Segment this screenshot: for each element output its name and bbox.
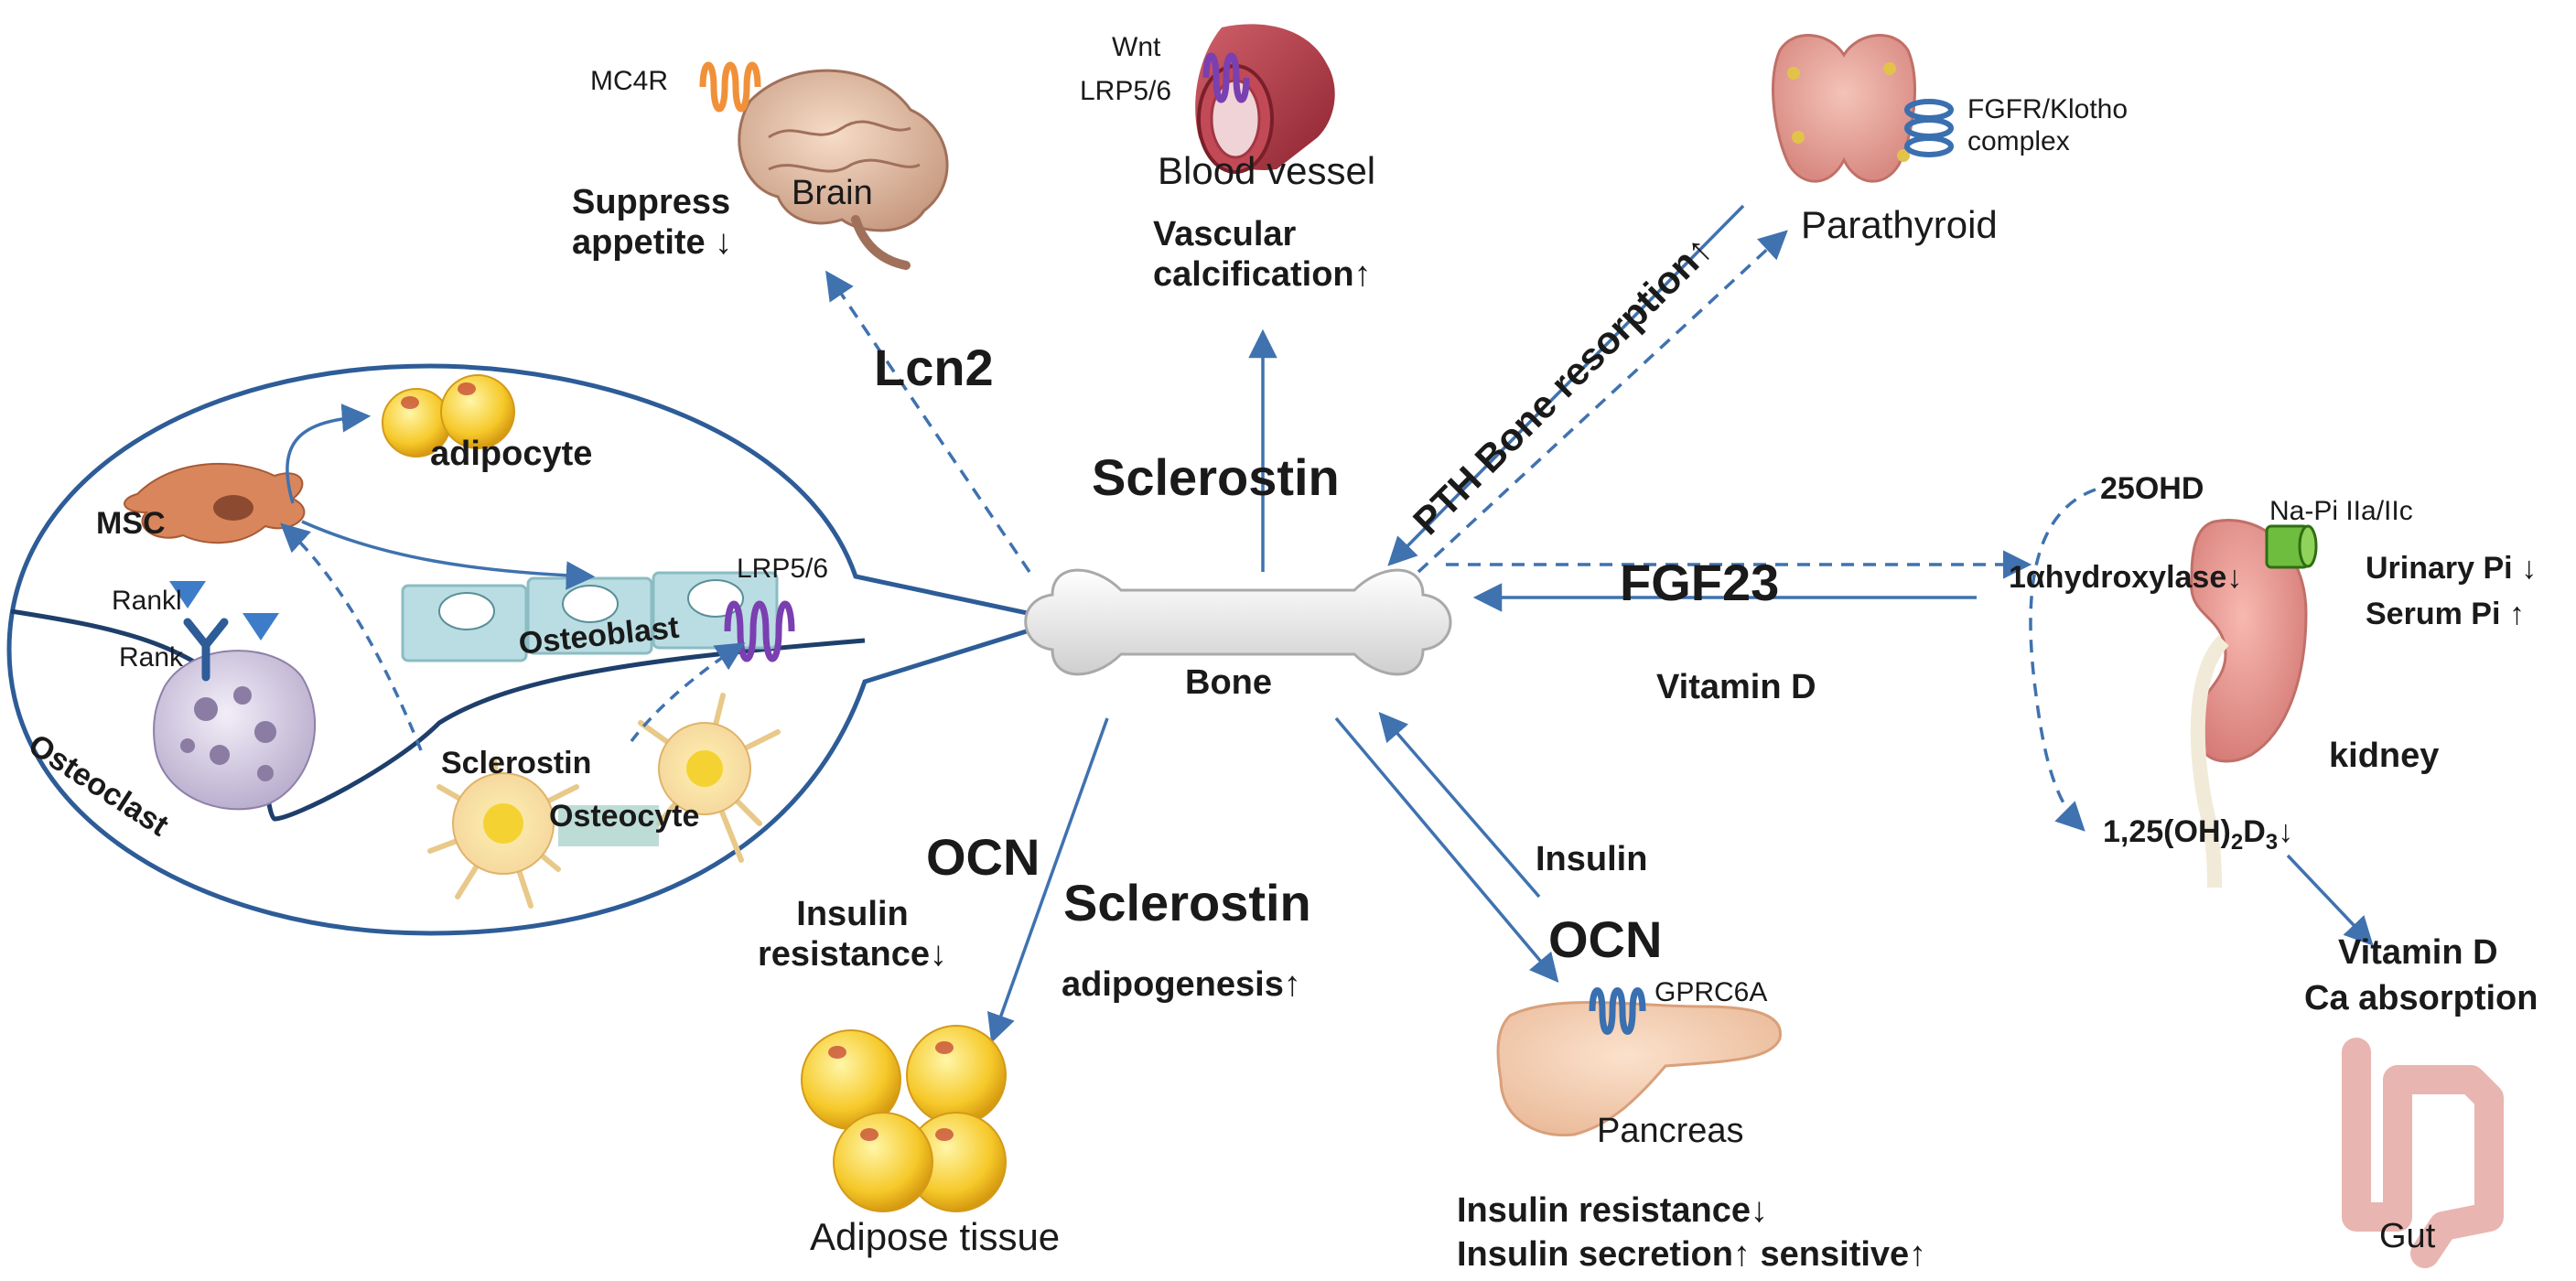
lrp56-label: LRP5/6 xyxy=(1080,76,1172,106)
adipogenesis-label: adipogenesis↑ xyxy=(1062,965,1301,1004)
suppress-appetite-label: Suppress appetite ↓ xyxy=(572,183,733,262)
inset-adipocyte xyxy=(382,374,515,458)
msc-cell xyxy=(124,462,306,544)
brain-label: Brain xyxy=(792,174,873,212)
na-pi-label: Na-Pi IIa/IIc xyxy=(2269,496,2413,526)
serum-pi-label: Serum Pi ↑ xyxy=(2366,597,2525,631)
brain-organ xyxy=(699,61,949,270)
kidney-label: kidney xyxy=(2329,737,2440,775)
blood-vessel-label: Blood vessel xyxy=(1158,149,1376,192)
sclerostin-top-label: Sclerostin xyxy=(1092,448,1340,506)
inset-adipocyte-label: adipocyte xyxy=(430,435,593,473)
bone-surface-line xyxy=(10,608,866,822)
gut-organ xyxy=(2342,1038,2504,1268)
rank-label: Rank xyxy=(119,642,184,673)
osteoclast-cell xyxy=(153,650,316,811)
osteocyte-label: Osteocyte xyxy=(549,799,700,834)
main-arrows xyxy=(825,204,2374,1043)
ocn-pancreas-label: OCN xyxy=(1548,910,1663,968)
25ohd-label: 25OHD xyxy=(2100,471,2204,506)
insulin-resistance-adipose-label: Insulin resistance↓ xyxy=(758,895,948,974)
rank-receptor xyxy=(169,581,279,682)
mc4r-label: MC4R xyxy=(590,66,669,96)
lcn2-label: Lcn2 xyxy=(874,339,994,396)
sclerostin-adipose-label: Sclerostin xyxy=(1063,874,1311,931)
adipose-tissue-cells xyxy=(801,1025,1007,1212)
pancreas-label: Pancreas xyxy=(1597,1112,1744,1150)
osteocyte-cells xyxy=(427,693,781,909)
gut-label: Gut xyxy=(2379,1217,2436,1255)
inset-lrp-label: LRP5/6 xyxy=(737,554,829,584)
fgfr-klotho-label: FGFR/Klotho complex xyxy=(1967,94,2129,156)
rankl-label: Rankl xyxy=(112,586,182,616)
calcitriol-label: 1,25(OH)2D3↓ xyxy=(2103,814,2294,855)
adipose-tissue-label: Adipose tissue xyxy=(810,1215,1061,1258)
insulin-secretion-label: Insulin secretion↑ sensitive↑ xyxy=(1457,1235,1927,1274)
urinary-pi-label: Urinary Pi ↓ xyxy=(2366,551,2538,586)
1a-hydroxylase-label: 1αhydroxylase↓ xyxy=(2009,560,2243,595)
parathyroid-organ xyxy=(1772,34,1954,183)
parathyroid-label: Parathyroid xyxy=(1801,203,1998,246)
pancreas-organ xyxy=(1496,987,1782,1137)
inset-sclerostin-label: Sclerostin xyxy=(441,746,592,780)
kidney-organ xyxy=(2189,519,2318,888)
wnt-label: Wnt xyxy=(1112,32,1161,62)
vascular-calcification-label: Vascular calcification↑ xyxy=(1153,215,1372,294)
bone-label: Bone xyxy=(1185,663,1272,702)
inset-arrows xyxy=(280,404,746,751)
insulin-label: Insulin xyxy=(1536,840,1648,878)
blood-vessel-organ xyxy=(1195,24,1335,174)
insulin-resistance-pancreas-label: Insulin resistance↓ xyxy=(1457,1191,1769,1230)
vitamin-d-label: Vitamin D xyxy=(1656,668,1816,706)
gut-vitamin-d-label: Vitamin D xyxy=(2338,933,2498,972)
ca-absorption-label: Ca absorption xyxy=(2304,979,2538,1017)
fgf23-label: FGF23 xyxy=(1620,554,1780,611)
bone-shape xyxy=(1024,568,1452,676)
ocn-adipose-label: OCN xyxy=(926,828,1040,886)
msc-label: MSC xyxy=(96,506,166,541)
inset-lrp-coil xyxy=(724,600,795,662)
gprc6a-label: GPRC6A xyxy=(1654,977,1768,1007)
